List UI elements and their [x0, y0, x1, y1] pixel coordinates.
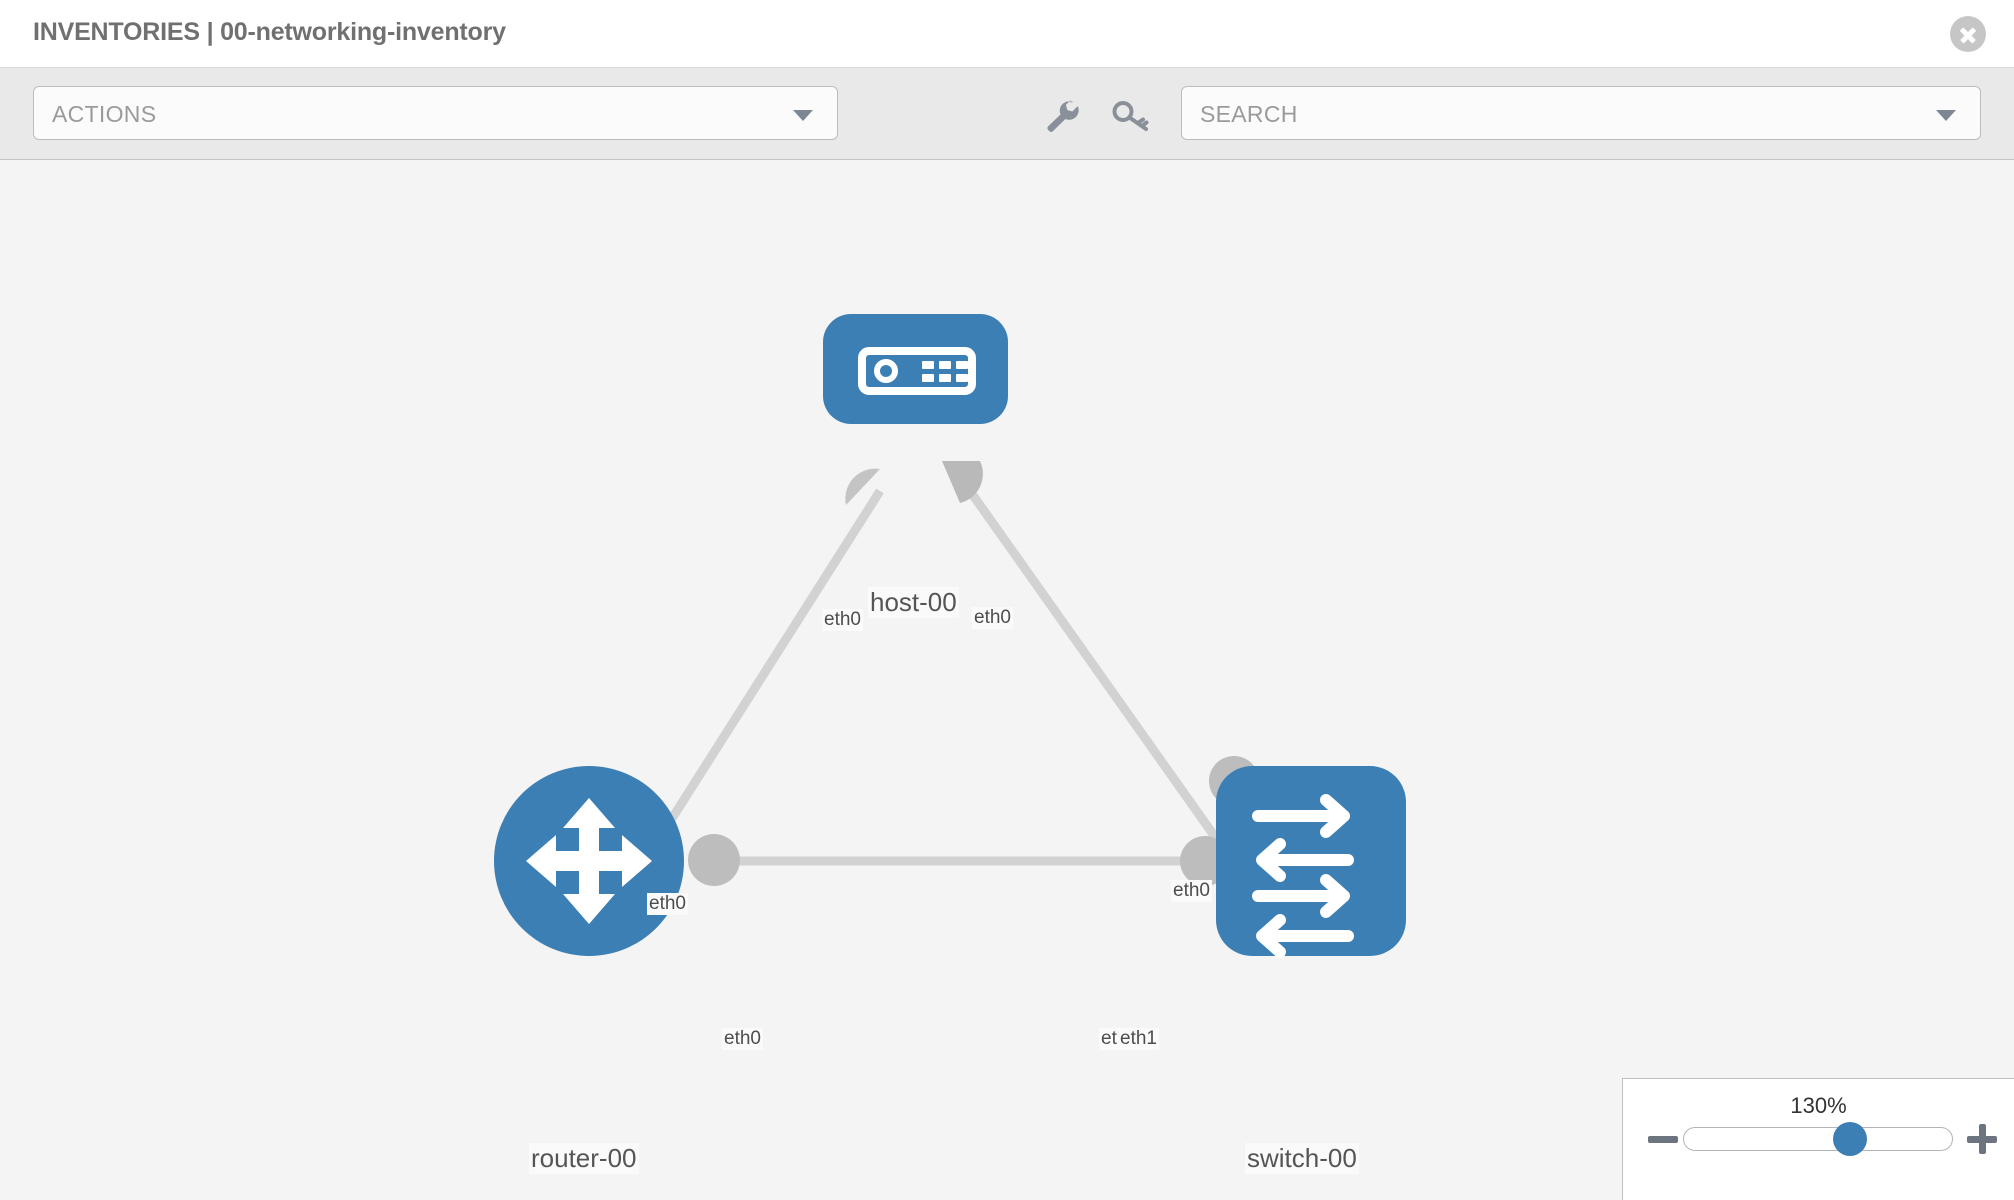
page-header: INVENTORIES | 00-networking-inventory: [0, 0, 2014, 68]
close-icon[interactable]: [1950, 16, 1986, 52]
iface-label-router-eth0-up[interactable]: eth0: [647, 893, 688, 915]
chevron-down-icon[interactable]: [1936, 110, 1956, 121]
search-placeholder: SEARCH: [1200, 101, 1298, 127]
iface-label-switch-eth1-mid[interactable]: eth1: [1118, 1028, 1159, 1050]
wrench-icon[interactable]: [1043, 98, 1085, 132]
zoom-control-panel: 130%: [1622, 1078, 2014, 1200]
zoom-out-button[interactable]: [1645, 1121, 1681, 1157]
topology-links: [641, 488, 1229, 866]
iface-label-switch-eth0-up[interactable]: eth0: [1171, 880, 1212, 902]
link-host-switch[interactable]: [966, 488, 1229, 854]
topology-graph: [494, 314, 1406, 958]
zoom-slider-handle[interactable]: [1832, 1122, 1867, 1156]
link-host-router[interactable]: [641, 488, 884, 864]
port-router-eth0-right[interactable]: [687, 834, 740, 886]
iface-label-host-eth0-right[interactable]: eth0: [972, 607, 1013, 629]
chevron-down-icon: [793, 110, 813, 121]
node-host-00[interactable]: [823, 314, 1008, 424]
actions-dropdown[interactable]: ACTIONS: [33, 86, 838, 140]
zoom-slider[interactable]: [1683, 1122, 1953, 1156]
topology-canvas[interactable]: host-00 router-00 switch-00 eth0 eth0 et…: [0, 161, 2014, 1200]
port-host-eth0-right[interactable]: [942, 461, 983, 503]
zoom-in-button[interactable]: [1964, 1121, 2000, 1157]
node-router-00[interactable]: [494, 766, 684, 956]
node-label-router-00[interactable]: router-00: [529, 1143, 639, 1174]
topology-ports: [687, 461, 1259, 886]
iface-label-router-eth0-mid[interactable]: eth0: [722, 1028, 763, 1050]
actions-dropdown-label: ACTIONS: [52, 101, 157, 127]
zoom-level-value: 130%: [1790, 1093, 1847, 1118]
node-switch-00[interactable]: [1216, 766, 1406, 958]
port-host-eth0-left[interactable]: [845, 468, 880, 505]
page-title: INVENTORIES | 00-networking-inventory: [33, 18, 506, 46]
search-input[interactable]: SEARCH: [1181, 86, 1981, 140]
node-label-switch-00[interactable]: switch-00: [1245, 1143, 1359, 1174]
key-icon[interactable]: [1110, 98, 1152, 132]
iface-label-host-eth0-left[interactable]: eth0: [822, 609, 863, 631]
node-label-host-00[interactable]: host-00: [868, 587, 959, 618]
toolbar: ACTIONS SEARCH: [0, 68, 2014, 160]
